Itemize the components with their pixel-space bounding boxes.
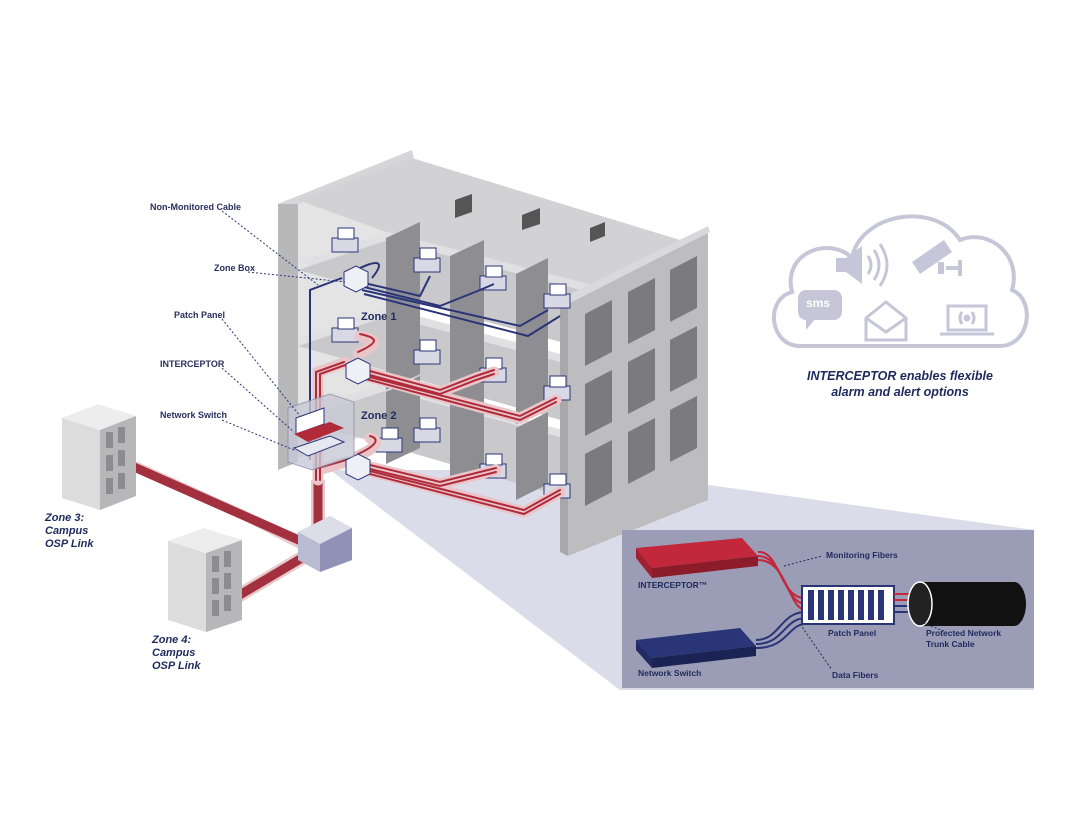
telecom-room: [287, 393, 355, 471]
camera-icon: [912, 240, 962, 276]
label-zone-2: Zone 2: [361, 410, 397, 422]
interceptor-unit: [294, 422, 344, 442]
inset-label-patch-panel: Patch Panel: [828, 628, 877, 638]
cloud-caption: INTERCEPTOR enables flexible alarm and a…: [780, 368, 1020, 400]
network-switch-unit: [292, 435, 346, 457]
inset-label-interceptor: INTERCEPTOR™: [638, 580, 708, 590]
sms-text: sms: [806, 296, 831, 310]
alert-cloud: [771, 214, 1029, 348]
label-zone-1: Zone 1: [361, 311, 397, 323]
inset-label-protected-trunk: Protected Network Trunk Cable: [926, 628, 1001, 650]
zone3-line3: OSP Link: [45, 538, 94, 550]
zone3-line1: Zone 3:: [45, 512, 85, 524]
inset-label-monitoring-fibers: Monitoring Fibers: [826, 550, 898, 560]
label-zone-4: Zone 4: Campus OSP Link: [152, 634, 201, 673]
zone-box-1: [343, 265, 369, 293]
speaker-icon: [836, 243, 889, 287]
label-interceptor: INTERCEPTOR: [160, 359, 225, 369]
zone-box-3: [345, 453, 371, 481]
zone4-line3: OSP Link: [152, 660, 201, 672]
label-patch-panel: Patch Panel: [174, 310, 226, 320]
inset-label-network-switch: Network Switch: [638, 668, 702, 678]
junction-box: [298, 516, 352, 572]
envelope-icon: [864, 300, 908, 342]
zone4-line2: Campus: [152, 647, 196, 659]
label-zone-box: Zone Box: [214, 263, 256, 273]
protected-line-2: Trunk Cable: [926, 639, 975, 649]
caption-line-1: INTERCEPTOR enables flexible: [807, 369, 993, 383]
inset-label-data-fibers: Data Fibers: [832, 670, 879, 680]
label-network-switch: Network Switch: [160, 410, 228, 420]
zone-box-2: [345, 357, 371, 385]
protected-line-1: Protected Network: [926, 628, 1002, 638]
sms-bubble-icon: [798, 290, 842, 330]
zone3-line2: Campus: [45, 525, 89, 537]
zone3-building: [62, 404, 136, 510]
label-non-monitored-cable: Non-Monitored Cable: [150, 202, 241, 212]
zone4-line1: Zone 4:: [152, 634, 192, 646]
inset-panel: [622, 530, 1034, 688]
caption-line-2: alarm and alert options: [831, 385, 969, 399]
zone4-building: [168, 528, 242, 632]
label-zone-3: Zone 3: Campus OSP Link: [45, 512, 94, 551]
callout-leaders: [221, 210, 346, 451]
laptop-alert-icon: [940, 304, 994, 336]
